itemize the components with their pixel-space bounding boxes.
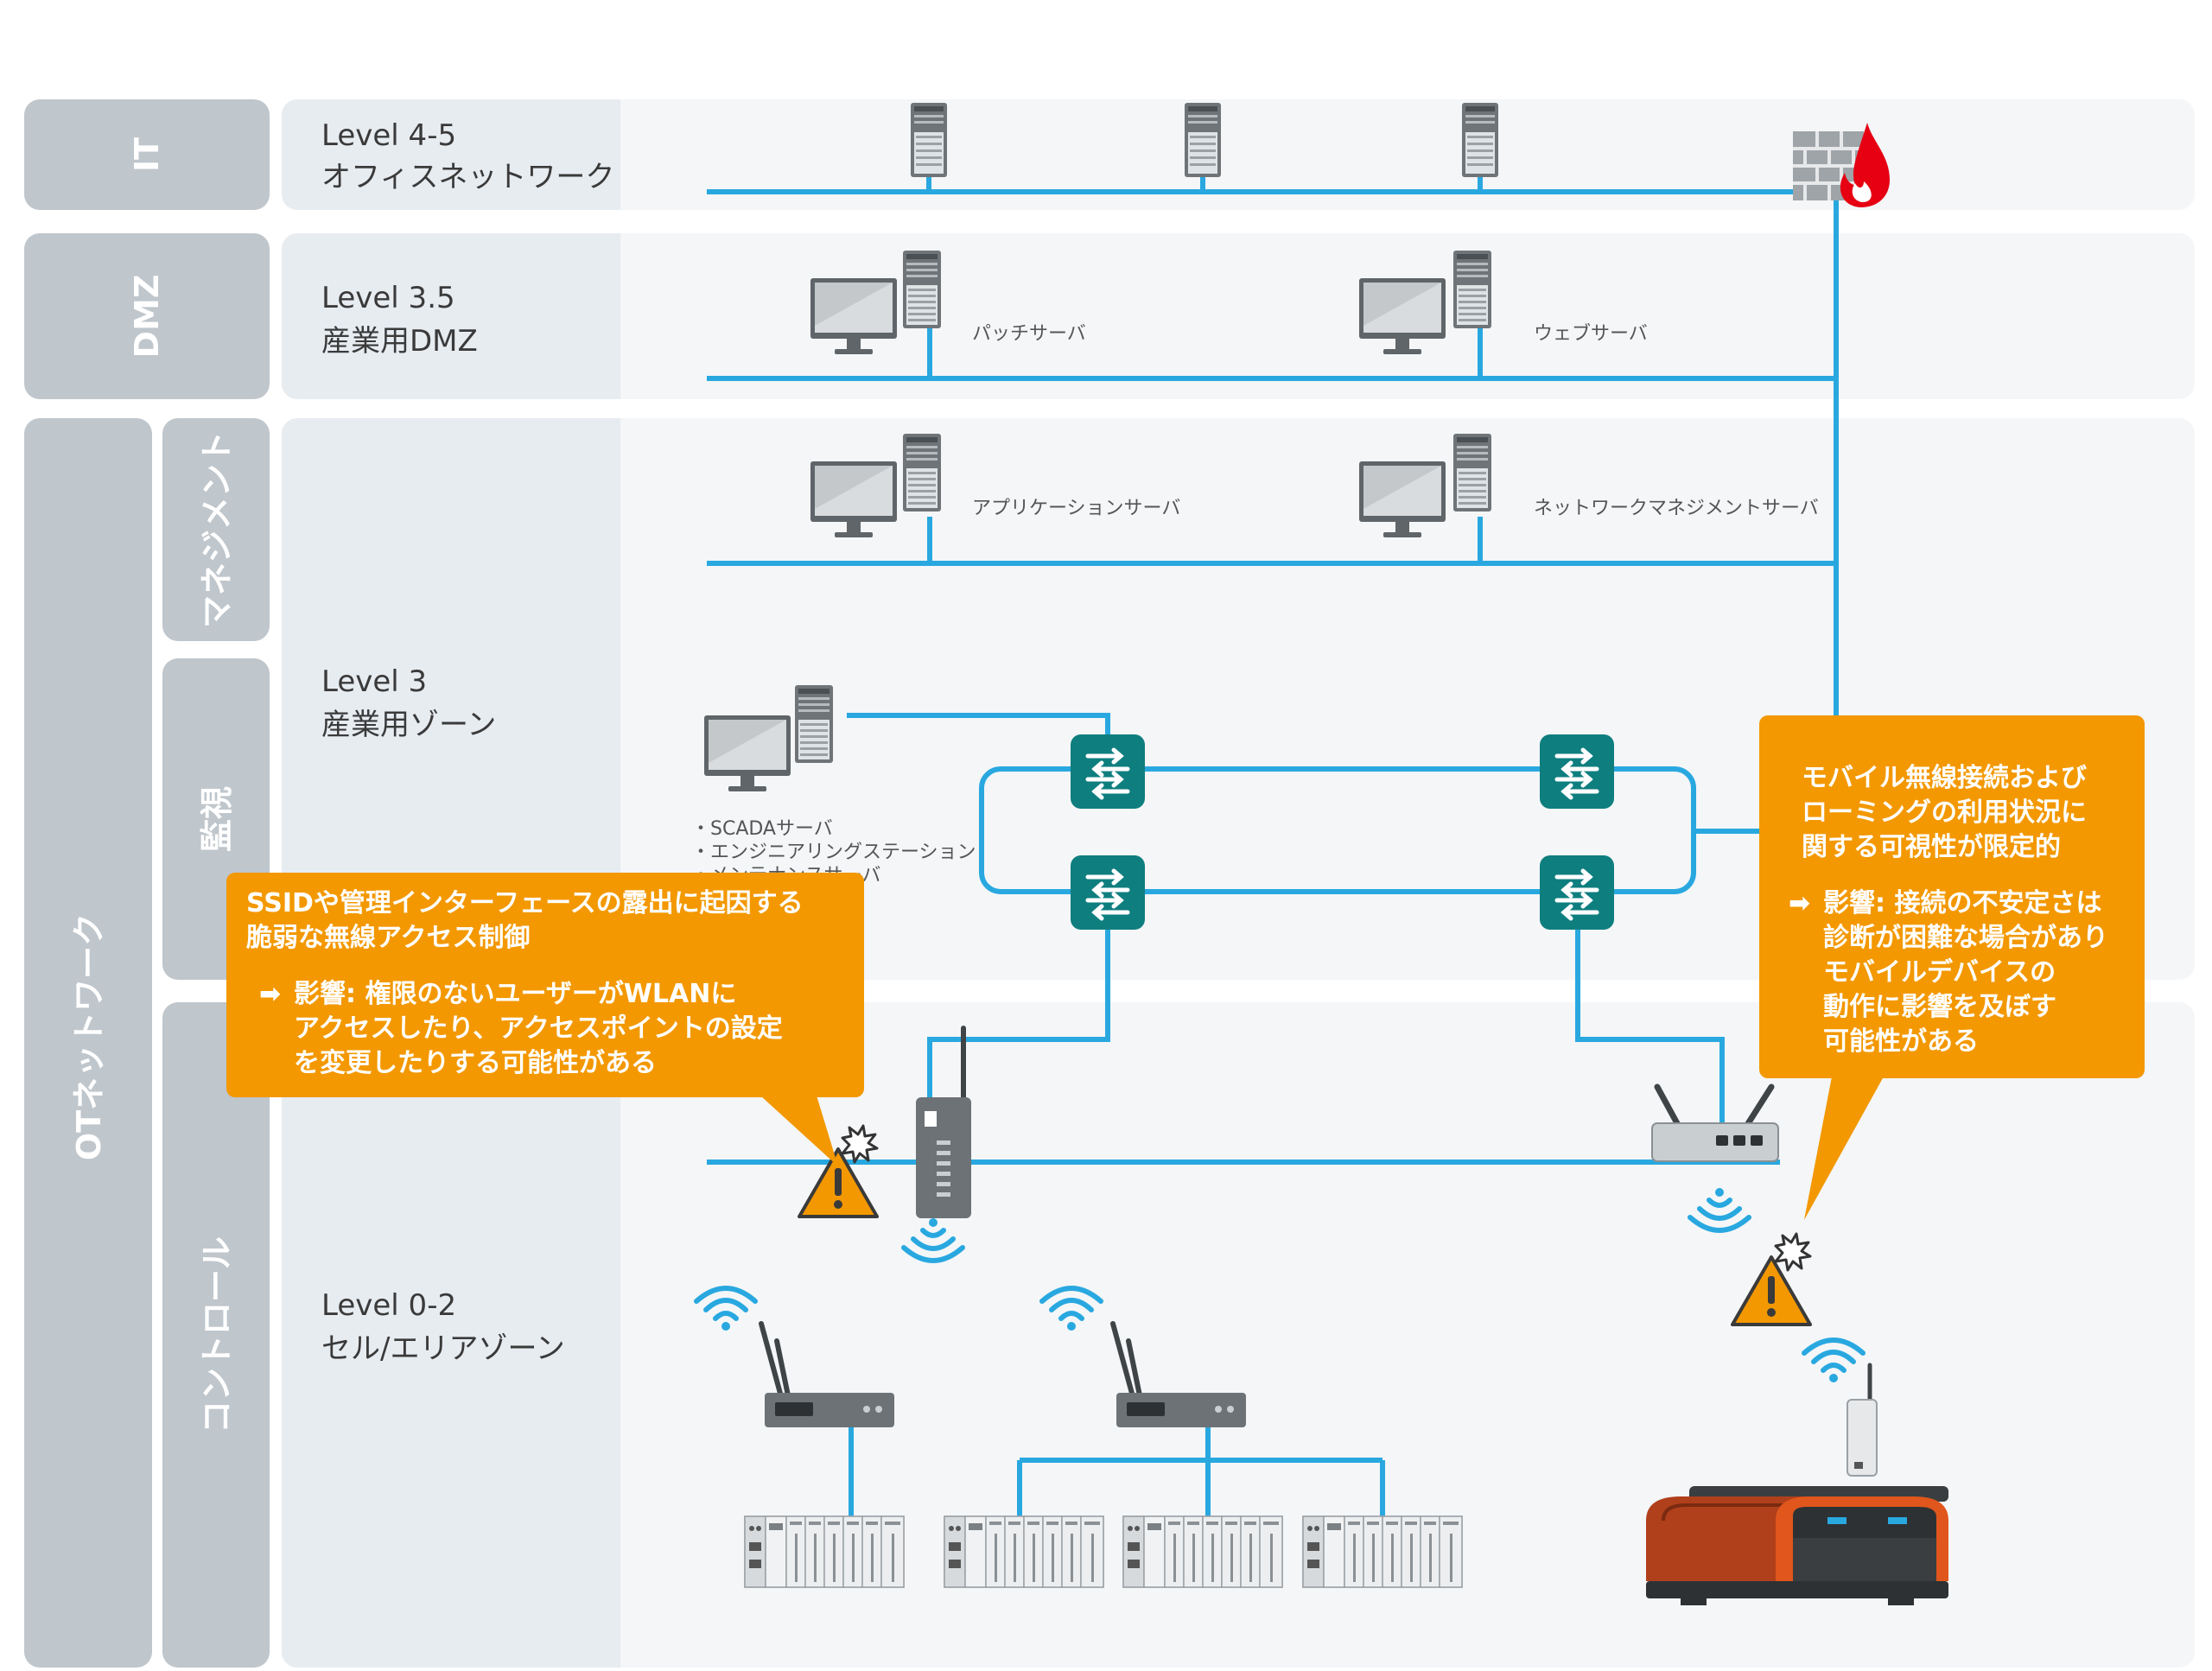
switch-icon-top-right [1540, 734, 1614, 809]
wireless-router-icon [1651, 1083, 1779, 1162]
callout-left-title-2: 脆弱な無線アクセス制御 [245, 923, 531, 953]
callout-left-impact-1: 影響: 権限のないユーザーがWLANに [294, 979, 736, 1009]
callout-left-title-1: SSIDや管理インターフェースの露出に起因する [246, 888, 804, 918]
mobile-robot-icon [1646, 1486, 1948, 1605]
callout-right-title-2: ローミングの利用状況に [1802, 797, 2087, 828]
level-3-5-name: 産業用DMZ [321, 324, 478, 359]
callout-right-impact-4: 動作に影響を及ぼす [1823, 992, 2056, 1022]
category-dmz: DMZ [128, 275, 166, 359]
callout-right-impact-1: 影響: 接続の不安定さは [1823, 888, 2101, 918]
switch-icon-top-left [1071, 734, 1145, 809]
callout-left-arrow-icon: ➡ [259, 979, 281, 1009]
web-server-label: ウェブサーバ [1534, 323, 1648, 345]
level-3-5-label: Level 3.5 [321, 281, 455, 315]
category-control: コントロール [198, 1236, 236, 1433]
plc-icon-1 [744, 1515, 905, 1588]
callout-left-impact-2: アクセスしたり、アクセスポイントの設定 [294, 1013, 783, 1044]
it-server-icon-2 [1185, 103, 1221, 177]
scada-list-item-1: ・SCADAサーバ [691, 818, 833, 840]
callout-right-impact-2: 診断が困難な場合があり [1823, 923, 2108, 953]
plc-icon-4 [1302, 1515, 1463, 1588]
callout-right-arrow-icon: ➡ [1789, 888, 1810, 918]
level-4-5-name: オフィスネットワーク [321, 160, 614, 194]
it-server-icon-1 [911, 103, 947, 177]
callout-left-impact-3: を変更したりする可能性がある [294, 1048, 657, 1078]
patch-server-label: パッチサーバ [972, 323, 1086, 345]
network-lines [707, 177, 1839, 1521]
network-management-server-label: ネットワークマネジメントサーバ [1534, 498, 1819, 519]
level-3-label: Level 3 [321, 664, 427, 699]
category-monitoring: 監視 [198, 786, 236, 852]
category-management: マネジメント [198, 431, 236, 628]
level-3-name: 産業用ゾーン [321, 708, 496, 742]
switch-icon-bottom-left [1071, 855, 1145, 930]
robot-radio-icon [1847, 1363, 1878, 1477]
industrial-access-point-icon [916, 1026, 971, 1218]
application-server-label: アプリケーションサーバ [972, 498, 1180, 519]
callout-left: SSIDや管理インターフェースの露出に起因する 脆弱な無線アクセス制御 ➡ 影響… [226, 873, 864, 1166]
it-server-icon-3 [1462, 103, 1498, 177]
callout-right-title-1: モバイル無線接続および [1802, 763, 2087, 793]
level-4-5-label: Level 4-5 [321, 118, 456, 153]
callout-right-impact-3: モバイルデバイスの [1823, 957, 2056, 988]
category-boxes [24, 99, 270, 1668]
level-0-2-name: セル/エリアゾーン [321, 1331, 565, 1366]
category-it: IT [128, 137, 166, 172]
callout-right: モバイル無線接続および ローミングの利用状況に 関する可視性が限定的 ➡ 影響:… [1759, 715, 2145, 1220]
firewall-icon [1793, 123, 1890, 207]
category-ot-network: OTネットワーク [70, 913, 108, 1160]
level-0-2-label: Level 0-2 [321, 1288, 456, 1323]
callout-right-impact-5: 可能性がある [1823, 1026, 1979, 1057]
scada-list-item-2: ・エンジニアリングステーション [691, 842, 976, 863]
switch-icon-bottom-right [1540, 855, 1614, 930]
plc-icon-2 [944, 1515, 1104, 1588]
callout-right-title-3: 関する可視性が限定的 [1802, 832, 2061, 862]
plc-icon-3 [1122, 1515, 1283, 1588]
